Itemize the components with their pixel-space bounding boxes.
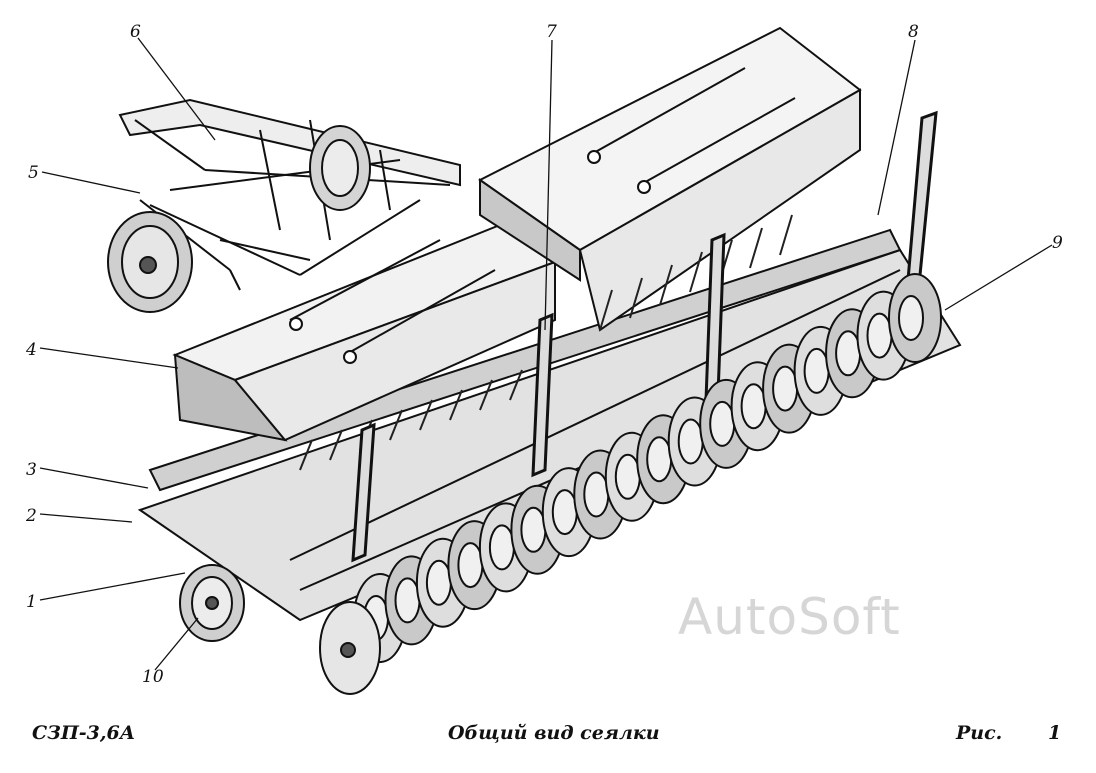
disc-opener-hub (551, 489, 578, 536)
disc-opener-hub (740, 383, 767, 430)
disc-openers (353, 273, 942, 663)
disc-opener-hub (614, 453, 641, 500)
callout-5: 5 (28, 163, 39, 183)
watermark: AutoSoft (678, 588, 901, 646)
seed-hopper-left (172, 223, 558, 442)
callout-4: 4 (25, 340, 37, 360)
callout-8: 8 (908, 22, 919, 42)
disc-opener-hub (394, 577, 421, 624)
callout-2: 2 (25, 506, 37, 526)
disc-opener-hub (709, 400, 736, 447)
disc-opener-hub (583, 471, 610, 518)
caption-figure-number: 1 (1048, 722, 1062, 744)
disc-opener-hub (677, 418, 704, 465)
seed-hopper-right (478, 26, 862, 332)
disc-opener-hub (772, 365, 799, 412)
hitch-rear-wheel (309, 125, 371, 211)
callout-10: 10 (142, 667, 164, 687)
disc-opener-hub (866, 312, 893, 359)
callout-1: 1 (26, 592, 37, 612)
hitch-wheel (107, 211, 193, 313)
disc-opener-hub (488, 524, 515, 571)
callout-6: 6 (130, 22, 141, 42)
callout-7: 7 (546, 22, 557, 42)
callout-9: 9 (1052, 233, 1063, 253)
leader-lines (39, 37, 1053, 671)
front-disc (319, 601, 381, 695)
callout-numbers: 1 2 3 4 5 6 7 8 9 10 (25, 22, 1063, 687)
disc-opener-hub (803, 347, 830, 394)
caption-title: Общий вид сеялки (448, 722, 660, 744)
caption-figure-label: Рис. (956, 722, 1003, 744)
disc-opener-hub (898, 295, 924, 341)
disc-opener-hub (835, 330, 862, 377)
disc-opener-hub (457, 542, 484, 589)
callout-3: 3 (26, 460, 37, 480)
disc-opener-hub (425, 559, 452, 606)
caption-model: СЗП-3,6А (32, 722, 136, 744)
front-wheel (179, 564, 245, 642)
disc-opener-hub (520, 506, 547, 553)
disc-opener-hub (646, 436, 673, 483)
